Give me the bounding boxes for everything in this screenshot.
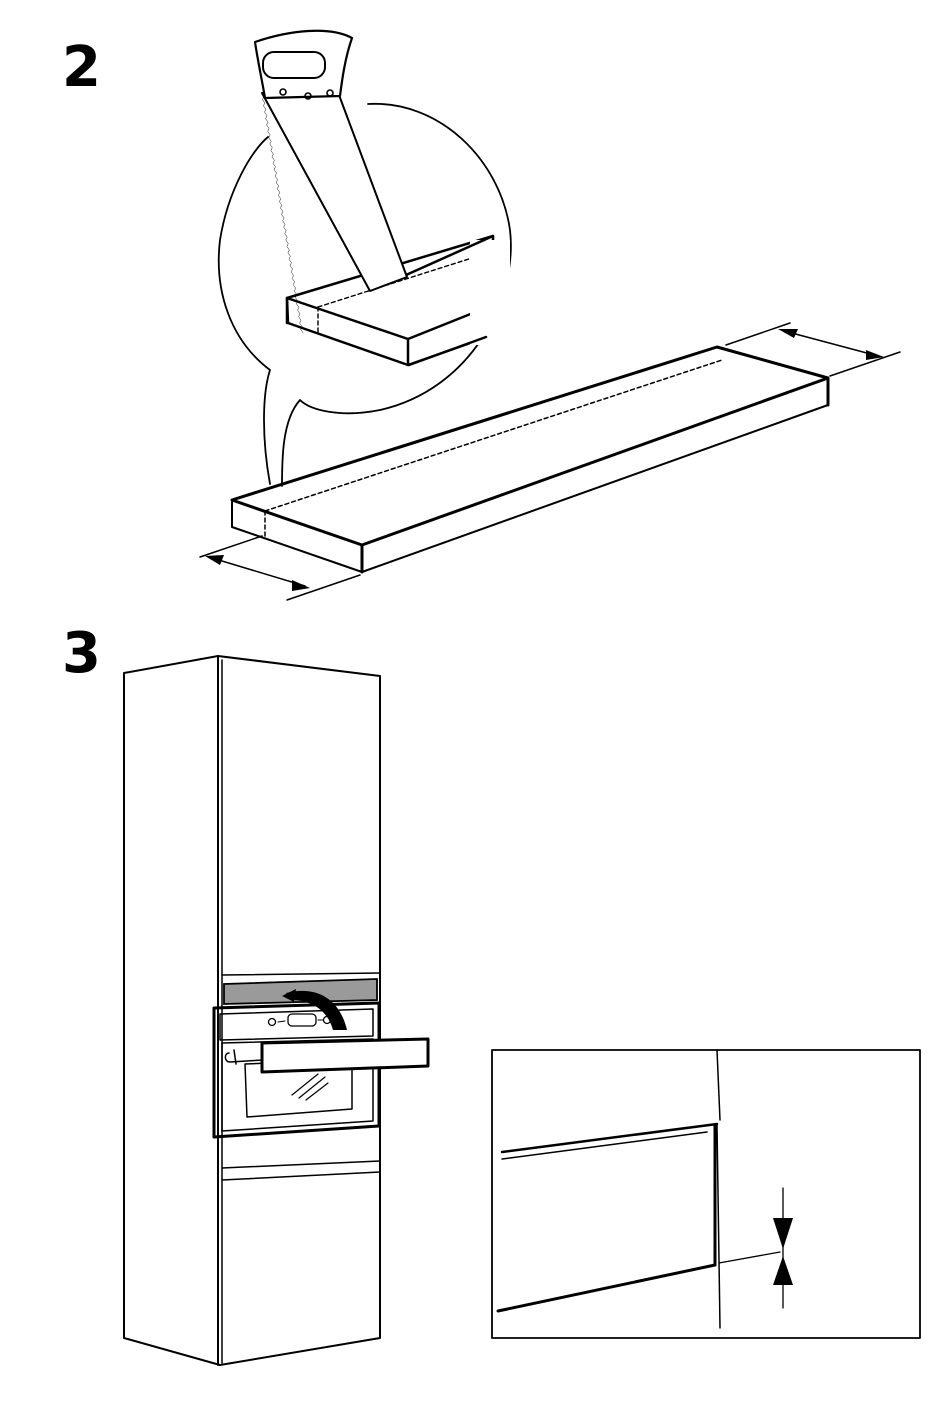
magnified-cut-detail	[219, 104, 511, 486]
trim-strip	[232, 347, 828, 572]
width-dimension-arrows-right	[726, 323, 900, 376]
width-dimension-arrows-left	[200, 536, 360, 600]
gap-detail-inset	[492, 1050, 920, 1338]
